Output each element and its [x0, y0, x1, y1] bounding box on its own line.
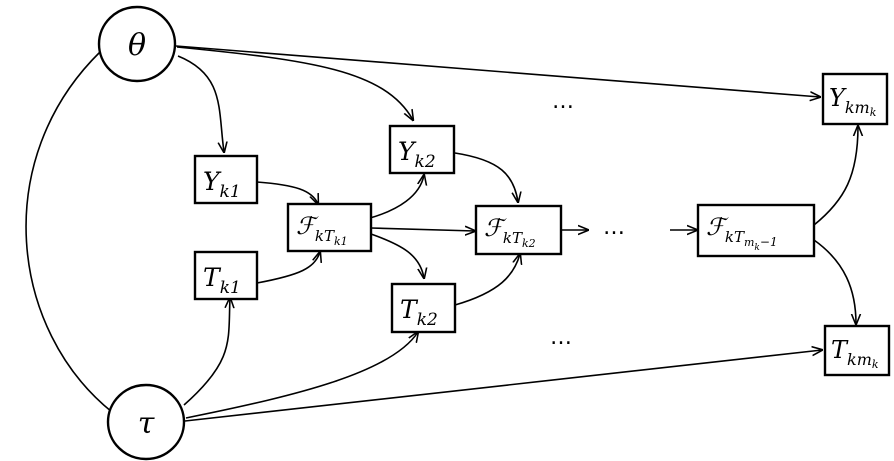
fk2-sub: kT [503, 229, 523, 247]
fkm-tail: −1 [760, 235, 778, 249]
fk2-base: ℱ [484, 214, 507, 242]
tkm-base: T [831, 336, 849, 364]
tkm-subsub: k [872, 358, 879, 371]
node-theta-label: θ [128, 28, 146, 63]
edge-yk2-fk2 [454, 152, 518, 202]
ellipsis-middle: … [603, 215, 625, 240]
fkm-subsub: m [744, 236, 754, 249]
edges [25, 45, 858, 422]
tk2-base: T [400, 295, 419, 324]
svg-text:ℱkTmk−1: ℱkTmk−1 [706, 213, 778, 253]
node-fk2: ℱkTk2 [474, 204, 563, 256]
fk1-sub: kT [315, 227, 335, 245]
svg-text:Tk2: Tk2 [400, 295, 438, 330]
edge-theta-tau [25, 51, 113, 413]
node-tkmk: Tkmk [823, 324, 891, 377]
fk1-base: ℱ [296, 212, 319, 240]
yk2-base: Y [398, 137, 417, 166]
node-ykmk: Ykmk [821, 72, 889, 126]
edge-fk1-yk2 [369, 175, 424, 219]
node-fkmk: ℱkTmk−1 [696, 203, 816, 258]
edge-tau-tk2 [185, 332, 418, 419]
edge-yk1-fk1 [256, 181, 318, 204]
edge-fk1-tk2 [370, 233, 424, 278]
tkm-sub: km [847, 350, 872, 369]
svg-text:Tk1: Tk1 [203, 263, 241, 298]
edge-theta-yk2 [176, 46, 413, 120]
yk2-sub: k2 [415, 152, 436, 172]
svg-text:Ykmk: Ykmk [829, 84, 877, 119]
edge-fk1-fk2 [370, 228, 475, 231]
edge-tk1-fk1 [256, 252, 320, 284]
ellipsis-bottom: … [550, 325, 572, 350]
tk2-sub: k2 [417, 310, 438, 330]
node-theta: θ [97, 5, 177, 83]
tk1-sub: k1 [220, 278, 241, 298]
svg-text:Tkmk: Tkmk [831, 336, 879, 371]
node-tau-label: τ [138, 406, 155, 441]
edge-fkm-tkmk [813, 239, 856, 324]
fkm-subsubsub: k [754, 243, 759, 253]
node-yk1: Yk1 [193, 154, 259, 205]
fkm-sub: kT [725, 228, 745, 246]
edge-theta-yk1 [177, 55, 224, 152]
svg-text:ℱkTk2: ℱkTk2 [484, 214, 536, 250]
yk1-sub: k1 [220, 182, 241, 202]
edge-tk2-fk2 [454, 254, 520, 306]
svg-text:Yk2: Yk2 [398, 137, 436, 172]
edge-tau-tk1 [183, 298, 230, 406]
node-yk2: Yk2 [388, 124, 456, 175]
node-tk1: Tk1 [193, 250, 259, 301]
edge-theta-ykmk [175, 45, 820, 97]
tk1-base: T [203, 263, 222, 292]
ykm-sub: km [845, 98, 870, 117]
node-tk2: Tk2 [390, 282, 457, 334]
ellipsis-top: … [552, 89, 574, 114]
node-tau: τ [106, 383, 186, 461]
ykm-base: Y [829, 84, 847, 112]
edge-tau-tkmk [184, 350, 822, 422]
ykm-subsub: k [870, 106, 877, 119]
edge-fkm-ykmk [813, 126, 858, 226]
fk1-subsub: k1 [334, 235, 348, 248]
svg-text:ℱkTk1: ℱkTk1 [296, 212, 348, 248]
fk2-subsub: k2 [522, 237, 536, 250]
svg-text:Yk1: Yk1 [203, 167, 241, 202]
node-fk1: ℱkTk1 [286, 202, 373, 253]
fkm-base: ℱ [706, 213, 729, 241]
yk1-base: Y [203, 167, 222, 196]
